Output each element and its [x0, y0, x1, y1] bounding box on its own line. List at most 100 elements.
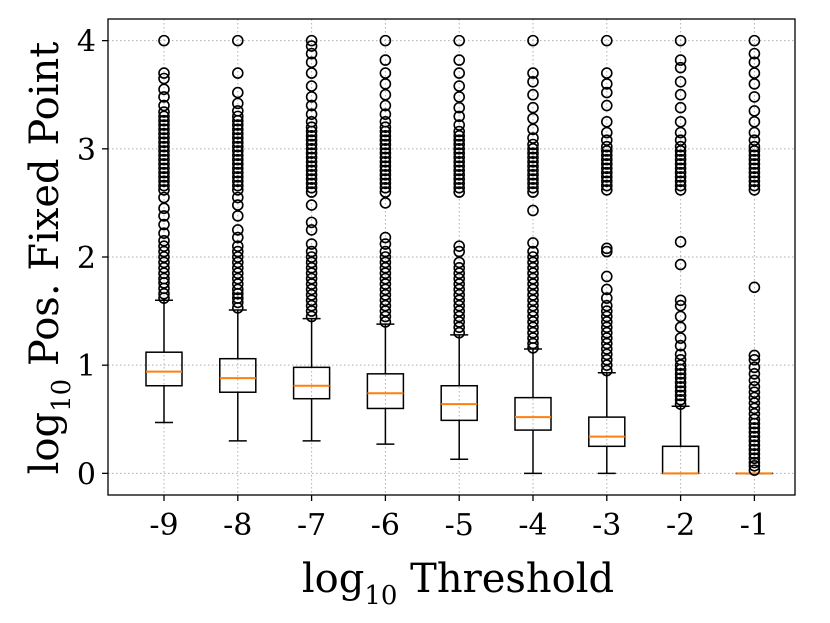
x-tick-label: -7: [297, 508, 326, 543]
outlier-point: [232, 132, 244, 144]
outlier-point: [674, 149, 687, 162]
outlier-point: [674, 61, 687, 74]
outlier-point: [232, 145, 244, 157]
outlier-point: [748, 91, 761, 103]
y-tick-label: 3: [77, 133, 96, 168]
outlier-point: [232, 86, 244, 99]
outlier-point: [453, 34, 466, 47]
outlier-point: [748, 413, 761, 426]
outlier-point: [527, 88, 539, 101]
outlier-point: [232, 123, 244, 136]
box-plot--2: [661, 34, 700, 475]
outlier-point: [748, 426, 761, 439]
outlier-point: [600, 245, 613, 258]
y-tick-label: 1: [77, 349, 96, 384]
outlier-point: [158, 227, 170, 239]
outlier-point: [232, 184, 244, 196]
outlier-point: [748, 171, 761, 183]
outlier-point: [379, 283, 392, 296]
outlier-point: [305, 34, 318, 47]
outlier-point: [748, 408, 761, 420]
outlier-point: [674, 321, 687, 334]
outlier-point: [158, 234, 170, 247]
outlier-point: [748, 47, 761, 60]
outlier-point: [748, 184, 761, 196]
outlier-point: [453, 91, 466, 103]
outlier-point: [453, 160, 466, 172]
outlier-point: [305, 173, 318, 185]
outlier-point: [158, 106, 170, 118]
outlier-point: [379, 186, 392, 198]
outlier-point: [674, 376, 687, 389]
outlier-point: [453, 181, 466, 194]
outlier-point: [600, 145, 613, 157]
outlier-point: [453, 267, 466, 280]
outlier-point: [305, 67, 318, 79]
outlier-point: [674, 299, 687, 312]
outlier-point: [379, 238, 392, 250]
outlier-point: [748, 67, 761, 79]
outlier-point: [527, 147, 539, 159]
outlier-point: [748, 134, 761, 146]
outlier-point: [453, 125, 466, 138]
outlier-point: [674, 353, 687, 366]
outlier-point: [748, 353, 761, 366]
outlier-point: [305, 121, 318, 133]
outlier-point: [527, 160, 539, 172]
outlier-point: [674, 339, 687, 352]
outlier-point: [379, 181, 392, 194]
outlier-point: [305, 283, 318, 296]
outlier-point: [232, 267, 244, 280]
outlier-point: [748, 439, 761, 452]
outlier-point: [748, 179, 761, 192]
outlier-point: [232, 140, 244, 153]
outlier-point: [674, 179, 687, 192]
y-tick-label: 0: [77, 457, 96, 492]
outlier-point: [527, 67, 539, 79]
outlier-point: [453, 80, 466, 92]
outlier-point: [232, 278, 244, 290]
outlier-point: [453, 186, 466, 198]
outlier-point: [232, 97, 244, 110]
outlier-point: [748, 430, 761, 443]
outlier-point: [748, 443, 761, 456]
outlier-point: [232, 262, 244, 274]
outlier-point: [600, 310, 613, 323]
outlier-point: [379, 134, 392, 146]
outlier-point: [527, 75, 539, 88]
outlier-point: [158, 218, 170, 231]
outlier-point: [232, 136, 244, 149]
outlier-point: [232, 171, 244, 183]
outlier-point: [158, 99, 170, 112]
outlier-point: [158, 202, 170, 215]
outlier-point: [158, 34, 170, 47]
interquartile-box: [292, 366, 331, 400]
box-series: [145, 34, 774, 476]
outlier-point: [600, 171, 613, 183]
outlier-point: [527, 262, 539, 274]
outlier-point: [748, 459, 761, 472]
outlier-point: [527, 299, 539, 312]
outlier-point: [600, 353, 613, 366]
outlier-point: [674, 158, 687, 170]
outlier-point: [674, 145, 687, 157]
outlier-point: [453, 283, 466, 296]
outlier-point: [232, 105, 244, 117]
outlier-point: [600, 175, 613, 188]
outlier-point: [305, 99, 318, 112]
outlier-point: [748, 56, 761, 69]
outlier-point: [527, 332, 539, 344]
outlier-point: [305, 310, 318, 323]
outlier-point: [453, 245, 466, 258]
outlier-point: [527, 326, 539, 339]
outlier-point: [600, 326, 613, 339]
outlier-point: [600, 332, 613, 344]
outlier-point: [527, 267, 539, 280]
outlier-point: [232, 292, 244, 304]
box-plot--8: [219, 34, 257, 442]
outlier-point: [527, 34, 539, 47]
outlier-point: [379, 316, 392, 328]
outlier-point: [379, 299, 392, 312]
interquartile-box: [440, 384, 478, 422]
